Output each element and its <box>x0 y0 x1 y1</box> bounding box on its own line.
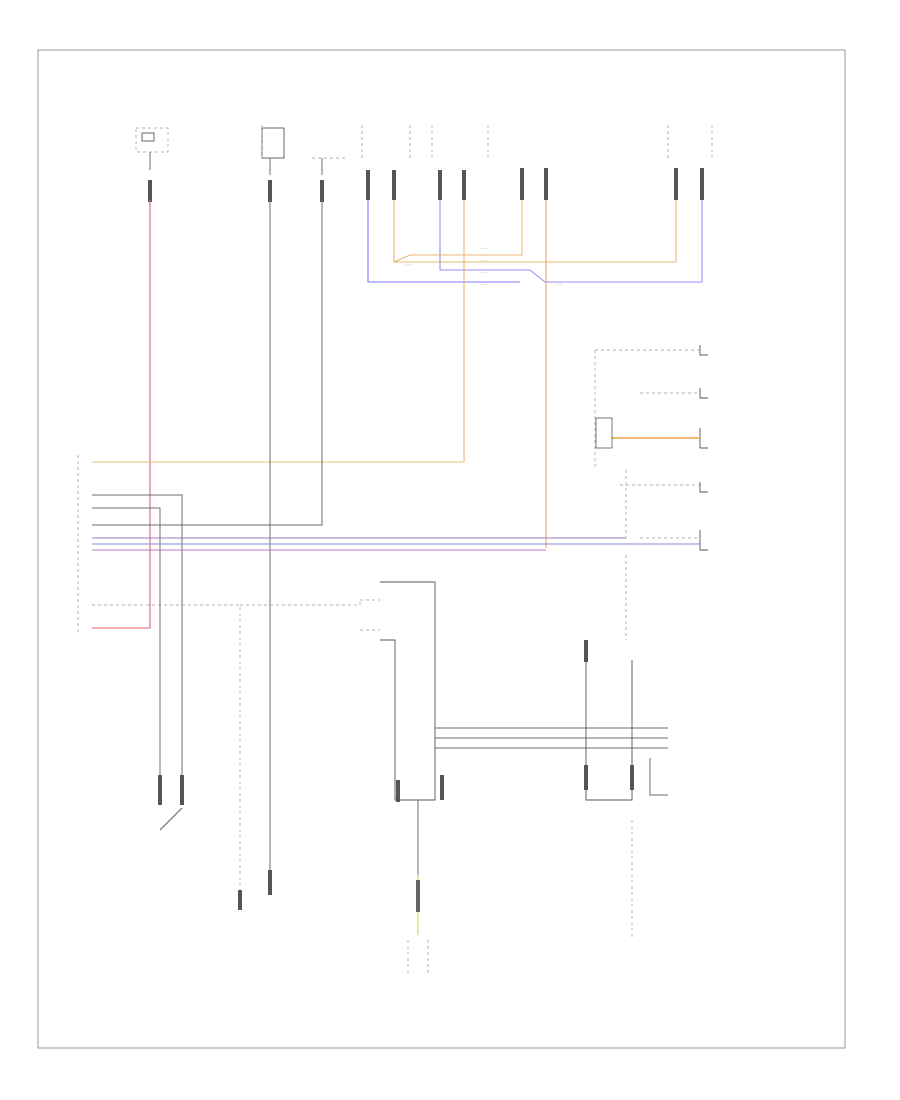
door-switch-left-component <box>361 125 411 160</box>
interior-relay-component <box>238 870 272 910</box>
svg-text:·····: ····· <box>480 258 488 263</box>
wire-orange-3 <box>393 200 523 263</box>
diagram-frame <box>37 49 846 1049</box>
door-switch-far-right-component <box>667 125 713 160</box>
svg-text:·: · <box>84 506 86 511</box>
right-block-component <box>594 345 708 640</box>
svg-text:·: · <box>84 536 86 541</box>
lamp-component <box>312 157 345 175</box>
door-switch-right-component <box>431 125 489 160</box>
svg-text:·: · <box>84 476 86 481</box>
svg-text:·: · <box>84 521 86 526</box>
svg-text:·: · <box>84 624 86 629</box>
wire-dotted-central <box>240 600 361 606</box>
wire-dotted-relay <box>92 604 241 895</box>
wire-grey-2 <box>92 507 161 775</box>
fuel-pump-relay-component <box>407 800 429 975</box>
svg-text:·: · <box>84 491 86 496</box>
svg-text:·: · <box>84 461 86 466</box>
svg-text:·: · <box>84 566 86 571</box>
wire-grey-1 <box>92 494 183 775</box>
central-module <box>360 581 668 802</box>
svg-text:·····: ····· <box>555 282 563 287</box>
svg-text:·····: ····· <box>480 246 488 251</box>
wire-red <box>92 200 151 629</box>
svg-text:·····: ····· <box>480 282 488 287</box>
svg-text:·: · <box>84 581 86 586</box>
wire-grey-lamp <box>92 200 323 526</box>
svg-text:·: · <box>84 551 86 556</box>
wire-blue-2 <box>439 200 703 283</box>
fuse-component <box>135 127 169 170</box>
seat-switch-component <box>261 125 285 175</box>
svg-text:·: · <box>84 596 86 601</box>
svg-text:·····: ····· <box>405 262 413 267</box>
svg-text:·····: ····· <box>480 270 488 275</box>
top-connector-stubs <box>148 168 704 202</box>
key-switch-component <box>158 775 184 831</box>
wire-blue-1 <box>367 200 520 283</box>
left-module: · · · · · · · · · · · · <box>77 455 86 635</box>
wire-orange-1 <box>393 200 677 263</box>
svg-text:·: · <box>84 611 86 616</box>
lock-module-component <box>584 640 634 940</box>
